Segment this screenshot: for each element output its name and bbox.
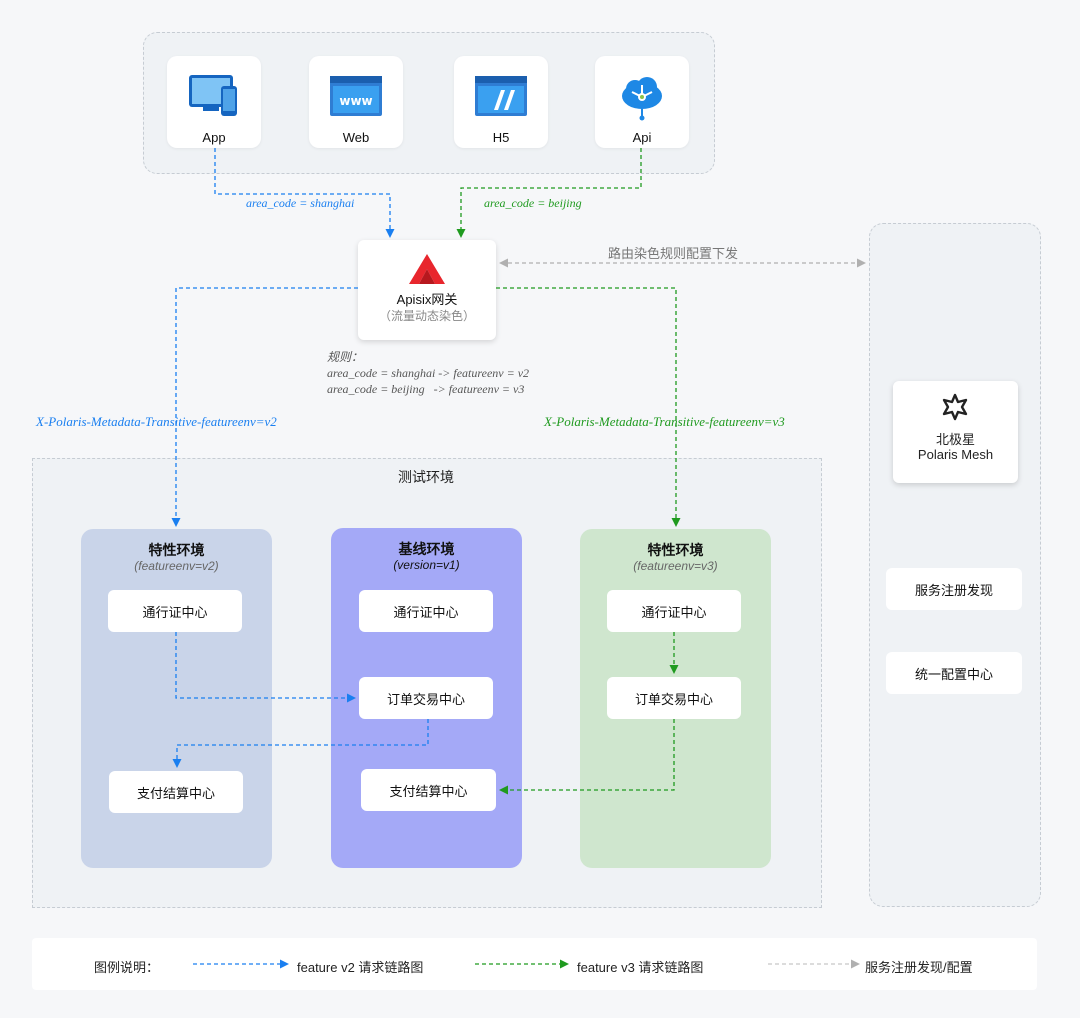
- panel-subtitle: (version=v1): [393, 558, 460, 572]
- apisix-logo-icon: [407, 252, 447, 291]
- v3-order-service[interactable]: 订单交易中心: [607, 677, 741, 719]
- client-web[interactable]: www Web: [309, 56, 403, 148]
- test-env-title: 测试环境: [398, 469, 454, 485]
- panel-subtitle: (featureenv=v2): [134, 559, 219, 573]
- polaris-config-center[interactable]: 统一配置中心: [886, 652, 1022, 694]
- gateway-subtitle: （流量动态染色）: [378, 309, 475, 323]
- legend-v2-label: feature v2 请求链路图: [297, 960, 424, 975]
- right-header-label: X-Polaris-Metadata-Transitive-featureenv…: [544, 414, 785, 429]
- client-label: Api: [632, 130, 652, 145]
- polaris-subtitle: Polaris Mesh: [917, 447, 994, 462]
- polaris-service-discovery[interactable]: 服务注册发现: [886, 568, 1022, 610]
- client-label: Web: [342, 130, 370, 145]
- www-browser-icon: www: [329, 72, 383, 127]
- v2-payment-service[interactable]: 支付结算中心: [109, 771, 243, 813]
- client-label: H5: [492, 130, 510, 145]
- v2-passport-service[interactable]: 通行证中心: [108, 590, 242, 632]
- v1-passport-service[interactable]: 通行证中心: [359, 590, 493, 632]
- rules-title: 规则：: [327, 350, 364, 364]
- panel-featureenv-v2: 特性环境 (featureenv=v2): [81, 529, 272, 868]
- tablet-phone-icon: [187, 72, 241, 127]
- sync-label: 路由染色规则配置下发: [608, 246, 739, 261]
- left-header-label: X-Polaris-Metadata-Transitive-featureenv…: [36, 414, 277, 429]
- panel-title: 特性环境: [647, 542, 704, 558]
- rules-note: 规则： area_code = shanghai -> featureenv =…: [327, 349, 529, 397]
- panel-title: 基线环境: [398, 541, 455, 557]
- polaris-column: [869, 223, 1041, 907]
- rules-line: area_code = shanghai -> featureenv = v2: [327, 366, 530, 380]
- legend-title: 图例说明：: [94, 960, 160, 975]
- right-param-label: area_code = beijing: [484, 196, 582, 210]
- rules-line: area_code = beijing -> featureenv = v3: [327, 382, 525, 396]
- client-h5[interactable]: H5: [454, 56, 548, 148]
- legend-v3-label: feature v3 请求链路图: [577, 960, 704, 975]
- legend-registry-label: 服务注册发现/配置: [865, 960, 973, 975]
- gateway-title: Apisix网关: [396, 292, 458, 307]
- polaris-card[interactable]: 北极星 Polaris Mesh: [893, 381, 1018, 483]
- panel-subtitle: (featureenv=v3): [633, 559, 718, 573]
- polaris-star-icon: [941, 393, 969, 426]
- client-label: App: [202, 130, 226, 145]
- apisix-gateway[interactable]: Apisix网关 （流量动态染色）: [358, 240, 496, 340]
- svg-text:www: www: [339, 94, 372, 108]
- cloud-api-icon: [615, 72, 669, 127]
- polaris-title: 北极星: [935, 432, 975, 447]
- v1-order-service[interactable]: 订单交易中心: [359, 677, 493, 719]
- v1-payment-service[interactable]: 支付结算中心: [361, 769, 496, 811]
- client-app[interactable]: App: [167, 56, 261, 148]
- left-param-label: area_code = shanghai: [246, 196, 355, 210]
- h5-window-icon: [474, 72, 528, 127]
- v3-passport-service[interactable]: 通行证中心: [607, 590, 741, 632]
- panel-title: 特性环境: [148, 542, 205, 558]
- client-api[interactable]: Api: [595, 56, 689, 148]
